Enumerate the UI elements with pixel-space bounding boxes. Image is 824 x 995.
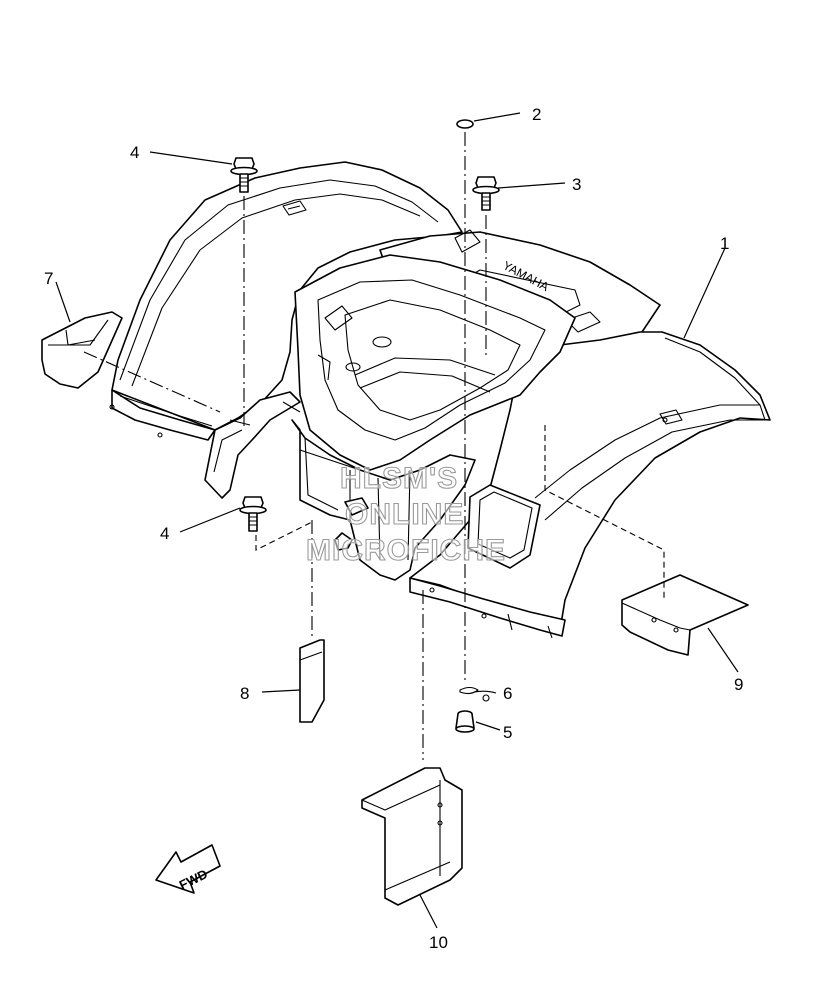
rear-fender-part-1: YAMAHA: [109, 161, 771, 639]
clip-part-6: [459, 686, 497, 702]
cover-part-10: [361, 767, 463, 906]
grommet-part-5: [455, 710, 475, 733]
bolt-part-4-lower: [239, 496, 267, 532]
callout-7: 7: [44, 269, 53, 288]
callout-5: 5: [503, 723, 512, 742]
callout-4-lower: 4: [160, 524, 169, 543]
bolt-part-3: [472, 176, 500, 211]
callout-3: 3: [572, 175, 581, 194]
callout-labels: 1 2 3 4 4 5 6 7 8 9 10: [44, 105, 743, 952]
watermark: HLSM'S ONLINE MICROFICHE: [305, 461, 506, 567]
bolt-part-4-upper: [230, 157, 258, 193]
leader-lines: [55, 112, 739, 929]
mud-flap-part-9: [621, 574, 749, 656]
callout-6: 6: [503, 684, 512, 703]
watermark-line-3: MICROFICHE: [306, 534, 506, 567]
mud-flap-part-7: [41, 311, 123, 389]
protector-strip-part-8: [299, 639, 325, 723]
callout-9: 9: [734, 675, 743, 694]
forward-direction-arrow: FWD: [155, 844, 221, 894]
callout-8: 8: [240, 684, 249, 703]
callout-10: 10: [429, 933, 448, 952]
watermark-line-1: HLSM'S: [340, 462, 458, 495]
alignment-lines: [83, 132, 665, 760]
callout-4-upper: 4: [130, 143, 139, 162]
callout-1: 1: [720, 234, 729, 253]
callout-2: 2: [532, 105, 541, 124]
cap-part-2: [456, 119, 474, 129]
watermark-line-2: ONLINE: [345, 498, 464, 531]
